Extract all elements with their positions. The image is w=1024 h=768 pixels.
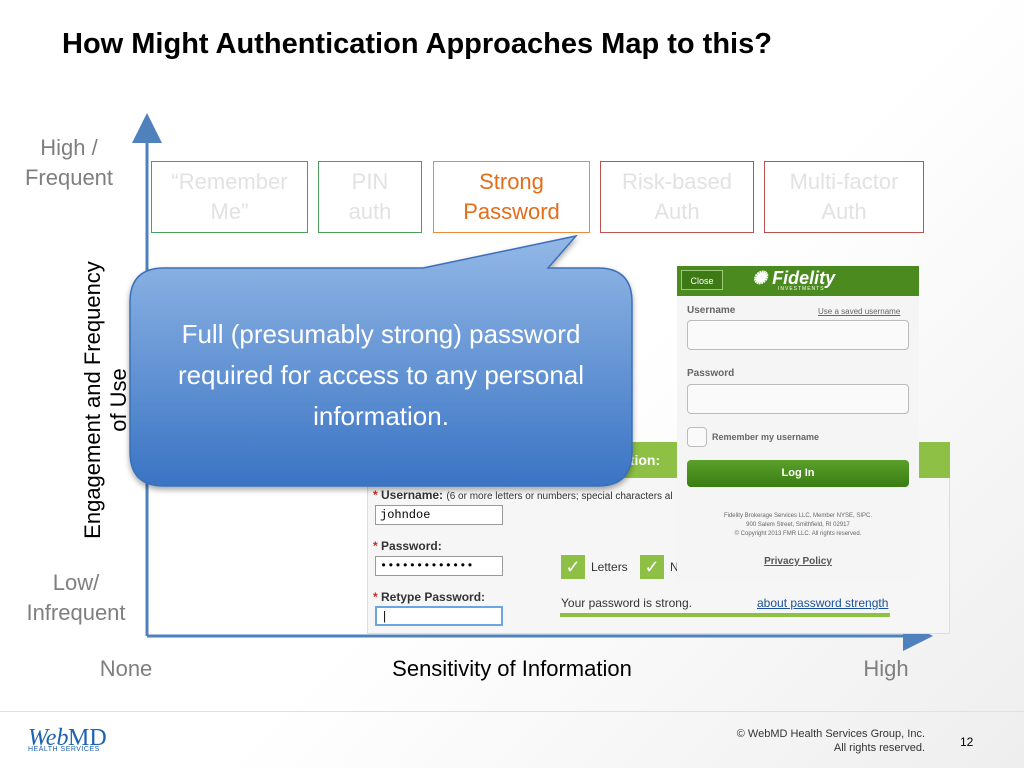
box-multi-factor-auth: Multi-factor Auth <box>764 161 924 233</box>
x-axis-title: Sensitivity of Information <box>392 656 632 681</box>
box-remember-me: “Remember Me” <box>151 161 308 233</box>
copyright-line2: All rights reserved. <box>833 742 925 754</box>
fidelity-footer-line1: Fidelity Brokerage Services LLC, Member … <box>723 513 873 519</box>
fidelity-remember-label: Remember my username <box>712 432 820 442</box>
fidelity-remember-checkbox[interactable] <box>687 427 707 447</box>
username-label-row: * Username: (6 or more letters or number… <box>373 488 673 502</box>
x-high-label: High <box>863 656 909 681</box>
fidelity-username-label: Username <box>687 305 736 316</box>
box-strong-password: Strong Password <box>433 161 590 233</box>
webmd-logo-md: MD <box>68 725 107 751</box>
username-field[interactable]: johndoe <box>375 505 503 525</box>
letters-check-label: Letters <box>591 560 628 574</box>
username-label: Username: <box>381 488 444 502</box>
x-low-label: None <box>99 656 153 681</box>
password-strength-text: Your password is strong. <box>561 596 692 610</box>
fidelity-footer-line2: 900 Salem Street, Smithfield, RI 02917 <box>746 522 850 528</box>
fidelity-logo-sub: INVESTMENTS <box>778 286 825 292</box>
y-low-label: Low/ Infrequent <box>26 570 126 625</box>
fidelity-footer-line3: © Copyright 2013 FMR LLC. All rights res… <box>734 531 862 537</box>
box-pin-auth: PIN auth <box>318 161 422 233</box>
webmd-logo-sub: HEALTH SERVICES <box>28 746 100 753</box>
password-strength-bar <box>560 613 890 617</box>
retype-password-field[interactable]: | <box>375 606 503 626</box>
numbers-check-icon: ✓ <box>640 555 664 579</box>
webmd-logo-web: Web <box>28 725 69 751</box>
fidelity-logo: ✺ Fidelity <box>752 268 835 289</box>
fidelity-privacy-link[interactable]: Privacy Policy <box>764 556 832 567</box>
copyright-line1: © WebMD Health Services Group, Inc. <box>736 728 925 740</box>
letters-check-icon: ✓ <box>561 555 585 579</box>
footer-divider <box>0 711 1024 712</box>
fidelity-footer: Fidelity Brokerage Services LLC, Member … <box>687 512 909 539</box>
fidelity-logo-text: Fidelity <box>772 268 836 288</box>
fidelity-close-button[interactable]: Close <box>681 270 723 290</box>
y-high-label: High / Frequent <box>24 135 114 190</box>
fidelity-login-screenshot <box>677 266 919 582</box>
password-label-row: * Password: <box>373 539 442 553</box>
password-field[interactable]: ••••••••••••• <box>375 556 503 576</box>
fidelity-password-field[interactable] <box>687 384 909 414</box>
fidelity-saved-username-link[interactable]: Use a saved username <box>818 307 901 316</box>
callout-text: Full (presumably strong) password requir… <box>177 319 585 431</box>
slide-title: How Might Authentication Approaches Map … <box>62 28 772 60</box>
page-number: 12 <box>960 735 974 749</box>
box-risk-based-auth: Risk-based Auth <box>600 161 754 233</box>
password-strength-link[interactable]: about password strength <box>757 596 889 610</box>
retype-password-label: Retype Password: <box>381 590 486 604</box>
numbers-check-label: N <box>670 560 679 574</box>
retype-label-row: * Retype Password: <box>373 590 486 604</box>
fidelity-username-field[interactable] <box>687 320 909 350</box>
fidelity-logo-icon: ✺ <box>752 268 768 288</box>
copyright: © WebMD Health Services Group, Inc. All … <box>640 727 925 755</box>
fidelity-password-label: Password <box>687 368 735 379</box>
fidelity-login-button[interactable]: Log In <box>687 460 909 487</box>
password-label: Password: <box>381 539 442 553</box>
username-hint: (6 or more letters or numbers; special c… <box>446 491 673 502</box>
